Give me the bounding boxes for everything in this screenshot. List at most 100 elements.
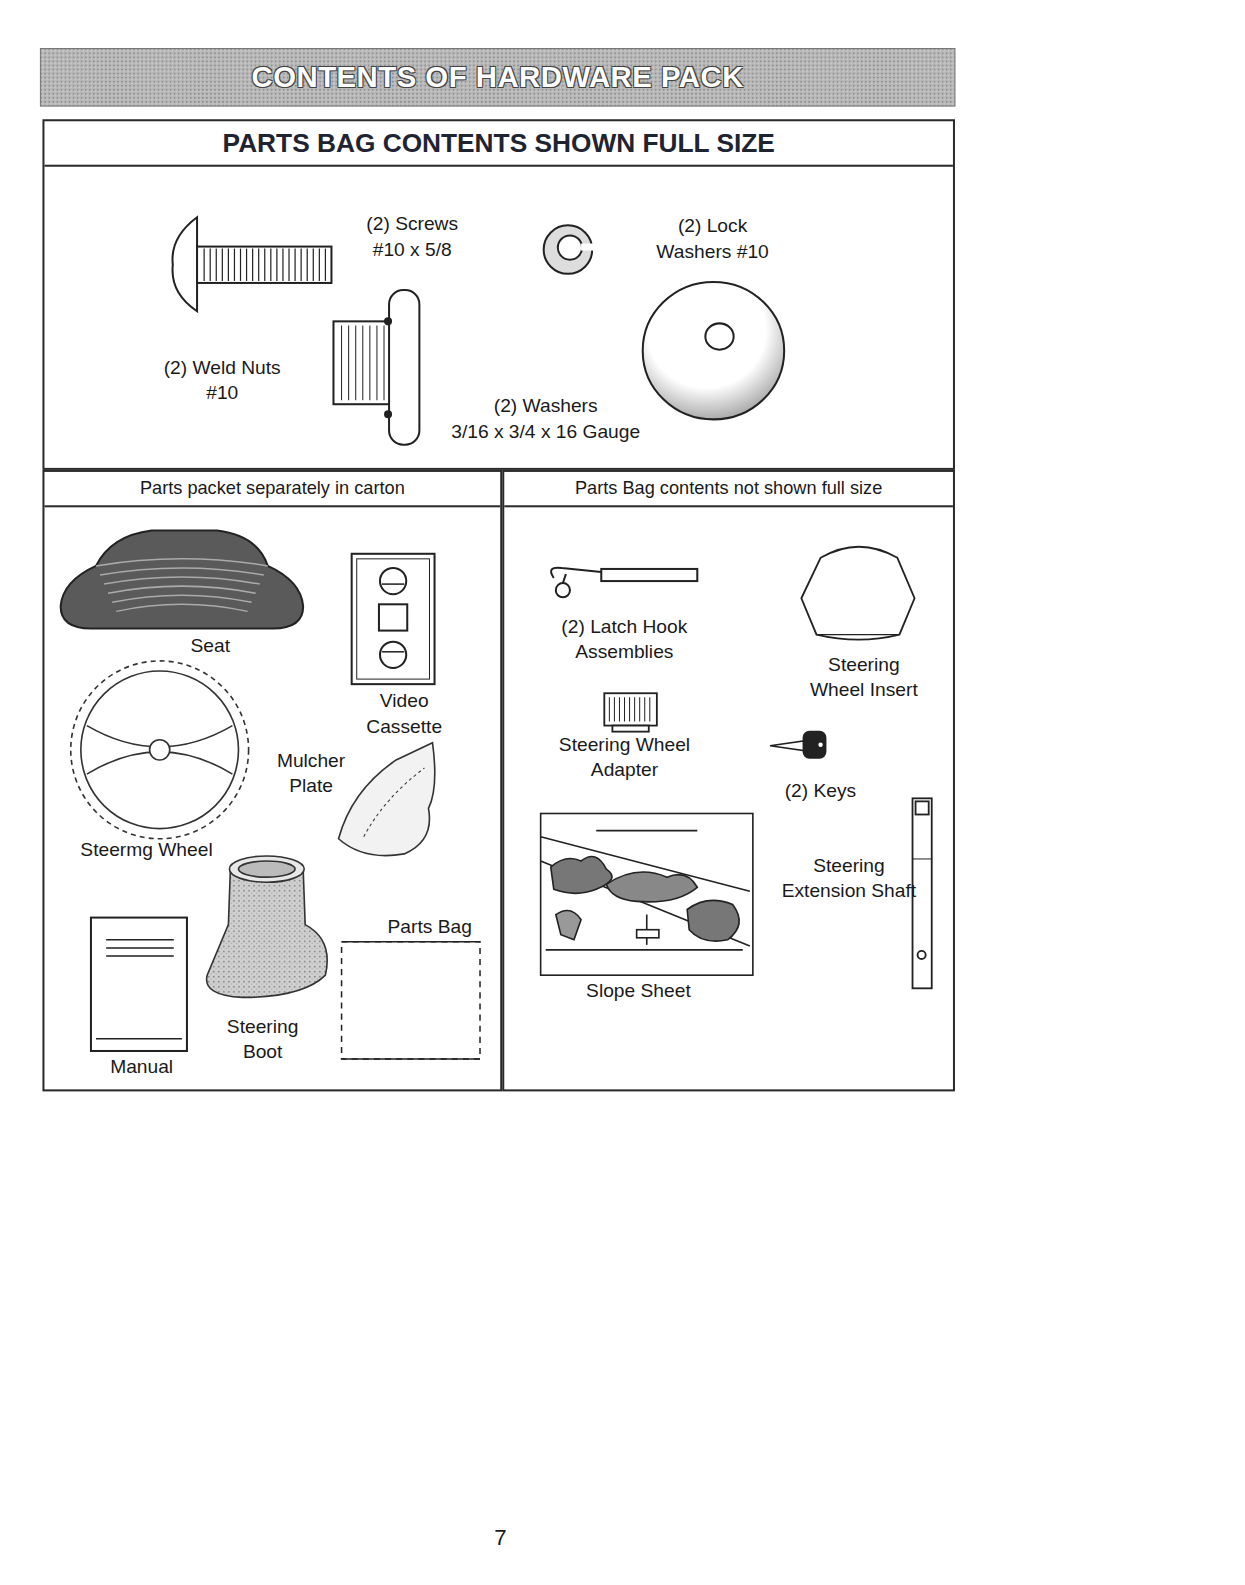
part-name: Slope Sheet [586, 979, 691, 1004]
title-band [40, 49, 955, 107]
steering-wheel-adapter-stroke [604, 693, 657, 725]
steering-wheel-insert [801, 547, 914, 640]
slope-sheet-stroke [606, 872, 697, 902]
seat-stroke-stroke [104, 577, 260, 584]
screw-stroke-stroke [234, 249, 235, 281]
seat-stroke-stroke [96, 559, 268, 566]
screw-stroke-stroke [204, 249, 205, 281]
steering-boot-stroke [238, 861, 295, 877]
steering-wheel-stroke [71, 661, 249, 839]
video-cassette-stroke [352, 554, 435, 684]
lock-washer-stroke [558, 235, 582, 259]
part-name: Seat [190, 634, 230, 659]
weld-nut-stroke-stroke [369, 325, 370, 400]
screw-stroke-stroke [313, 249, 314, 281]
seat-stroke-stroke [112, 595, 251, 602]
part-name: Steermg Wheel [80, 838, 212, 863]
screw [173, 217, 332, 311]
seat [61, 531, 304, 629]
part-name: (2) Keys [785, 779, 856, 804]
parts-bag-stroke [342, 942, 480, 1059]
video-cassette [352, 554, 435, 684]
screw-stroke-stroke [288, 249, 289, 281]
screw-stroke-stroke [216, 249, 217, 281]
key-stroke [818, 742, 824, 748]
steering-wheel-insert-stroke [801, 547, 914, 640]
part-name: (2) Weld Nuts #10 [164, 356, 281, 406]
steering-extension-shaft-stroke [916, 801, 929, 814]
parts-bag [342, 942, 480, 1059]
screw-stroke-stroke [270, 249, 271, 281]
screw-stroke [173, 217, 198, 311]
steering-wheel-adapter-stroke [612, 726, 648, 732]
screw-stroke-stroke [319, 249, 320, 281]
manual [91, 918, 187, 1051]
lock-washer-stroke [581, 244, 595, 251]
steering-wheel-adapter-stroke-stroke [644, 697, 645, 721]
screw-stroke-stroke [325, 249, 326, 281]
steering-wheel-adapter-stroke-stroke [624, 697, 625, 721]
steering-wheel-adapter-stroke-stroke [649, 697, 650, 721]
screw-stroke-stroke [246, 249, 247, 281]
seat-stroke-stroke [100, 568, 264, 575]
weld-nut-stroke-stroke [376, 325, 377, 400]
part-name: Steering Extension Shaft [782, 854, 916, 904]
weld-nut-stroke [385, 411, 391, 417]
manual-stroke [96, 940, 182, 1039]
weld-nut-stroke-stroke [362, 325, 363, 400]
title-band-stroke [40, 49, 955, 107]
part-name: (2) Washers 3/16 x 3/4 x 16 Gauge [451, 394, 640, 444]
part-name: (2) Lock Washers #10 [656, 214, 768, 264]
steering-wheel-adapter-stroke-stroke [634, 697, 635, 721]
screw-stroke-stroke [282, 249, 283, 281]
mulcher-plate-stroke [339, 743, 435, 856]
weld-nut-stroke [389, 290, 419, 445]
full-size-panel: PARTS BAG CONTENTS SHOWN FULL SIZE [42, 119, 955, 470]
page-number: 7 [494, 1524, 506, 1553]
steering-wheel-adapter-stroke-stroke [614, 697, 615, 721]
video-cassette-stroke [357, 559, 430, 679]
steering-boot-stroke [229, 856, 304, 882]
key-stroke [770, 741, 805, 751]
weld-nut-stroke-stroke [341, 325, 342, 400]
slope-sheet-stroke [541, 831, 750, 950]
steering-boot-stroke [207, 869, 328, 997]
panel-heading: PARTS BAG CONTENTS SHOWN FULL SIZE [44, 121, 952, 166]
mulcher-plate [339, 743, 435, 856]
steering-wheel-adapter-stroke-stroke [619, 697, 620, 721]
steering-extension-shaft-stroke [918, 951, 926, 959]
weld-nut-stroke [342, 325, 392, 400]
slope-sheet-stroke [541, 813, 753, 975]
screw-stroke-stroke [222, 249, 223, 281]
slope-sheet-stroke [637, 930, 659, 938]
steering-wheel-stroke [150, 740, 170, 760]
screw-stroke-stroke [240, 249, 241, 281]
panel-heading: Parts packet separately in carton [44, 472, 500, 507]
screw-stroke-stroke [264, 249, 265, 281]
latch-hook-stroke [551, 568, 601, 578]
parts-panel: Parts Bag contents not shown full size [502, 470, 955, 1091]
manual-stroke [91, 918, 187, 1051]
video-cassette-stroke [382, 651, 404, 653]
panel-heading: Parts Bag contents not shown full size [504, 472, 953, 507]
part-name: Video Cassette [366, 689, 442, 739]
screw-stroke [204, 249, 325, 281]
screw-stroke-stroke [301, 249, 302, 281]
steering-wheel-adapter-stroke-stroke [639, 697, 640, 721]
weld-nut-stroke-stroke [348, 325, 349, 400]
key [770, 732, 826, 758]
screw-stroke-stroke [276, 249, 277, 281]
slope-sheet-stroke [556, 911, 581, 940]
steering-wheel-stroke [81, 671, 239, 829]
slope-sheet-stroke [551, 856, 612, 893]
screw-stroke-stroke [252, 249, 253, 281]
part-name: Parts Bag [388, 915, 472, 940]
part-name: Steering Wheel Insert [810, 653, 918, 703]
latch-hook-stroke [563, 574, 566, 583]
steering-wheel-adapter-stroke-stroke [629, 697, 630, 721]
weld-nut-stroke [333, 321, 396, 404]
slope-sheet [541, 813, 753, 975]
steering-wheel-adapter-stroke [609, 697, 649, 721]
